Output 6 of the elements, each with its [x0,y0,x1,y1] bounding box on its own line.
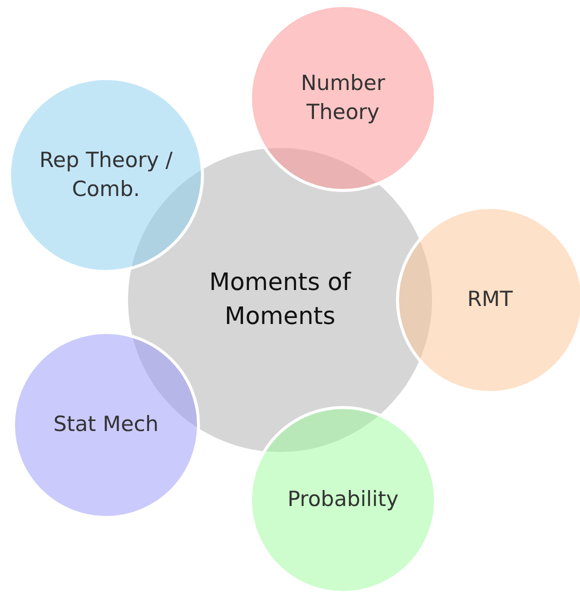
topic-label: Number Theory [300,70,386,126]
topic-label: Stat Mech [53,411,159,438]
topic-label: Rep Theory / Comb. [38,146,174,203]
topic-label: Moments of Moments [208,267,352,332]
topic-label: RMT [467,286,513,314]
topic-label: Probability [287,486,398,514]
